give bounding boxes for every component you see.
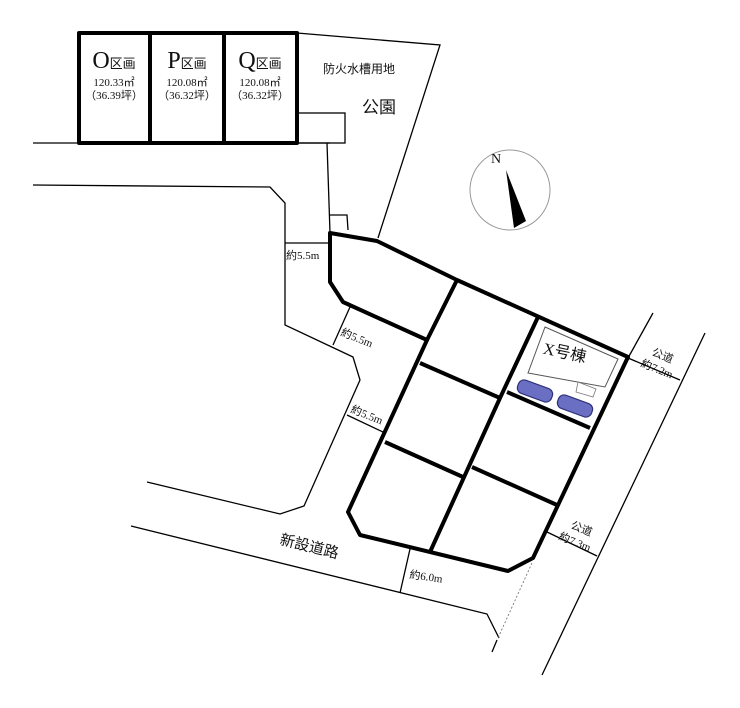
lot-area-m2: 120.08㎡ (166, 76, 207, 89)
main-site (328, 231, 630, 573)
dimension-label: 約5.5m (339, 325, 376, 351)
car-icon (516, 379, 554, 403)
public-road-right-edge (541, 332, 706, 676)
lot-suffix: 区画 (110, 56, 136, 71)
dimension-3: 約5.5m (346, 402, 386, 434)
lot-area-tsubo: （36.32坪） (158, 89, 216, 102)
lot-letter: O (92, 48, 109, 74)
lot-suffix: 区画 (256, 56, 282, 71)
new-road-boundary (130, 525, 500, 639)
north-compass: N (469, 149, 551, 231)
lot-area-tsubo: （36.39坪） (85, 89, 143, 102)
lot-letter: Q (238, 48, 255, 74)
north-arrow-icon (506, 170, 526, 228)
dimension-label: 約5.5m (349, 402, 386, 428)
lot-area-tsubo: （36.32坪） (231, 89, 289, 102)
lot-o[interactable]: O区画 120.33㎡ （36.39坪） (77, 31, 152, 145)
public-road-1-dimension: 公道 約7.2m (627, 345, 681, 381)
svg-text:P区画: P区画 (167, 48, 206, 74)
building-x[interactable]: X号棟 (516, 326, 619, 419)
dimension-1: 約5.5m (285, 242, 330, 262)
car-icon (556, 394, 594, 418)
dimension-label: 約6.0m (409, 567, 444, 586)
fire-tank-label: 防火水槽用地 (323, 61, 395, 76)
svg-text:Q区画: Q区画 (238, 48, 281, 74)
lot-suffix: 区画 (181, 56, 207, 71)
public-road-left-edge (627, 312, 654, 359)
lot-area-m2: 120.33㎡ (93, 76, 134, 89)
lot-q[interactable]: Q区画 120.08㎡ （36.32坪） (222, 31, 299, 145)
svg-text:O区画: O区画 (92, 48, 135, 74)
new-road-label: 新設道路 (278, 531, 340, 562)
dimension-label: 約5.5m (286, 248, 320, 262)
lot-letter: P (167, 48, 180, 74)
small-structure (296, 112, 346, 144)
dimension-4: 約6.0m (399, 548, 444, 594)
north-label: N (491, 152, 501, 167)
lot-p[interactable]: P区画 120.08㎡ （36.32坪） (148, 31, 226, 145)
road-boundary-left (32, 184, 361, 515)
lot-area-m2: 120.08㎡ (239, 76, 280, 89)
public-road-2-dimension: 公道 約7.3m (546, 518, 598, 557)
park-label: 公園 (362, 98, 396, 117)
